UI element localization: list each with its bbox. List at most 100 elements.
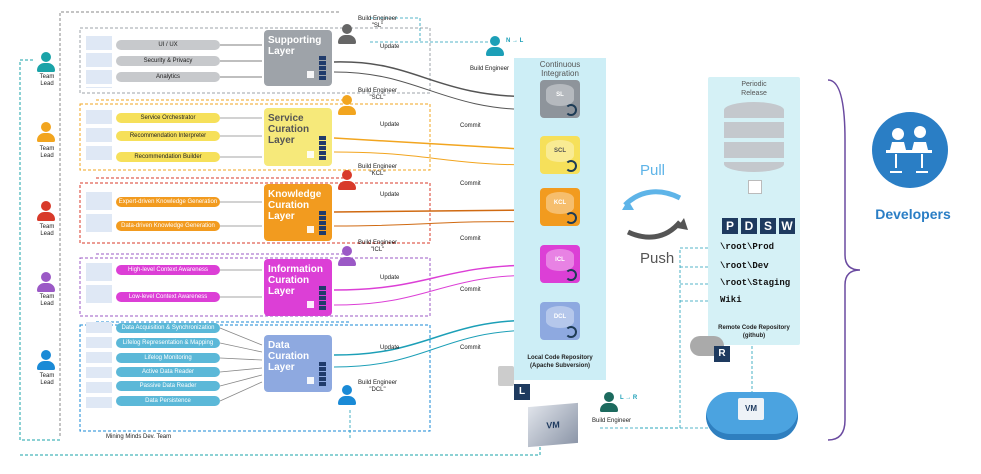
sync-icon (565, 212, 577, 224)
build-engineer-label: Build Engineer "SCL" (358, 88, 398, 101)
commit-label: Commit (460, 236, 481, 242)
commit-label: Commit (460, 123, 481, 129)
database-icon (724, 102, 784, 172)
engineer-tag: N → L (506, 38, 524, 44)
update-label: Update (380, 275, 400, 281)
developers-label: Developers (875, 206, 951, 222)
periodic-title: Periodic Release (741, 81, 767, 97)
vm-icon: VM (738, 398, 764, 420)
feature-pill: Recommendation Interpreter (116, 131, 220, 141)
feature-pill: UI / UX (116, 40, 220, 50)
developers-illustration (886, 126, 932, 173)
build-engineer-label: Build Engineer "KCL" (358, 164, 398, 177)
remote-repo-label: Remote Code Repository (github) (718, 325, 790, 339)
layer-square-icon (307, 151, 314, 158)
update-label: Update (380, 44, 400, 50)
repo-label: SCL (546, 140, 574, 162)
layer-title: Information Curation Layer (268, 264, 323, 297)
service-curation-layer: Service Curation Layer (264, 108, 332, 166)
remote-badge: R (714, 346, 730, 362)
document-icon (498, 366, 514, 386)
env-letter: S (760, 218, 776, 234)
layer-title: Supporting Layer (268, 35, 322, 57)
update-label: Update (380, 345, 400, 351)
layer-square-icon (307, 71, 314, 78)
build-engineer-label: Build Engineer (592, 418, 632, 424)
feature-pill: Data Acquisition & Synchronization (116, 323, 220, 333)
repo-dcl: DCL (540, 302, 580, 340)
commit-label: Commit (460, 345, 481, 351)
feature-pill: Data-driven Knowledge Generation (116, 221, 220, 231)
stack-icon (319, 361, 326, 386)
local-badge: L (514, 384, 530, 400)
feature-pill: Recommendation Builder (116, 152, 220, 162)
sync-icon (565, 160, 577, 172)
env-letter: W (779, 218, 795, 234)
feature-pill: Passive Data Reader (116, 381, 220, 391)
build-engineer-label: Build Engineer "SL" (358, 16, 398, 29)
repo-label: SL (546, 84, 574, 106)
sync-icon (565, 269, 577, 281)
vm-label: VM (745, 404, 757, 413)
update-label: Update (380, 122, 400, 128)
node-square-icon (748, 180, 762, 194)
repo-icl: ICL (540, 245, 580, 283)
repo-label: DCL (546, 306, 574, 328)
path-wiki: Wiki (720, 295, 742, 305)
team-lead-label: Team Lead (39, 224, 55, 237)
feature-pill: Data Persistence (116, 396, 220, 406)
vm-label: VM (546, 419, 560, 431)
team-lead-label: Team Lead (39, 74, 55, 87)
information-curation-layer: Information Curation Layer (264, 259, 332, 316)
team-lead-label: Team Lead (39, 294, 55, 307)
developer-group-icon (86, 36, 112, 88)
repo-label: KCL (546, 192, 574, 214)
developer-group-icon (86, 192, 112, 234)
team-lead-label: Team Lead (39, 146, 55, 159)
supporting-layer: Supporting Layer (264, 30, 332, 86)
stack-icon (319, 55, 326, 80)
path-prod: \root\Prod (720, 242, 775, 252)
pull-label: Pull (640, 162, 666, 179)
stack-icon (319, 210, 326, 235)
stack-icon (319, 285, 326, 310)
build-engineer-label: Build Engineer (470, 66, 510, 72)
team-label: Mining Minds Dev. Team (104, 434, 174, 441)
repo-label: ICL (546, 249, 574, 271)
ci-title: Continuous Integration (539, 60, 581, 78)
feature-pill: Lifelog Representation & Mapping (116, 338, 220, 348)
path-dev: \root\Dev (720, 261, 769, 271)
feature-pill: Expert-driven Knowledge Generation (116, 197, 220, 207)
layer-title: Knowledge Curation Layer (268, 189, 322, 222)
feature-pill: Security & Privacy (116, 56, 220, 66)
feature-pill: Lifelog Monitoring (116, 353, 220, 363)
build-engineer-label: Build Engineer "DCL" (358, 380, 398, 393)
update-label: Update (380, 192, 400, 198)
developer-group-icon (86, 322, 112, 408)
sync-icon (565, 326, 577, 338)
build-engineer-label: Build Engineer "ICL" (358, 240, 398, 253)
push-label: Push (640, 250, 675, 267)
data-curation-layer: Data Curation Layer (264, 335, 332, 392)
path-staging: \root\Staging (720, 278, 791, 288)
layer-title: Service Curation Layer (268, 113, 310, 146)
developer-group-icon (86, 263, 112, 307)
local-repo-label: Local Code Repository (Apache Subversion… (527, 355, 593, 369)
sync-icon (565, 104, 577, 116)
commit-label: Commit (460, 287, 481, 293)
developers-icon (872, 112, 948, 188)
layer-title: Data Curation Layer (268, 340, 310, 373)
developer-group-icon (86, 110, 112, 164)
repo-scl: SCL (540, 136, 580, 174)
env-letter: D (741, 218, 757, 234)
feature-pill: Service Orchestrator (116, 113, 220, 123)
env-letter: P (722, 218, 738, 234)
layer-square-icon (307, 226, 314, 233)
feature-pill: Low-level Context Awareness (116, 292, 220, 302)
repo-sl: SL (540, 80, 580, 118)
layer-square-icon (307, 377, 314, 384)
layer-square-icon (307, 301, 314, 308)
team-lead-label: Team Lead (39, 373, 55, 386)
